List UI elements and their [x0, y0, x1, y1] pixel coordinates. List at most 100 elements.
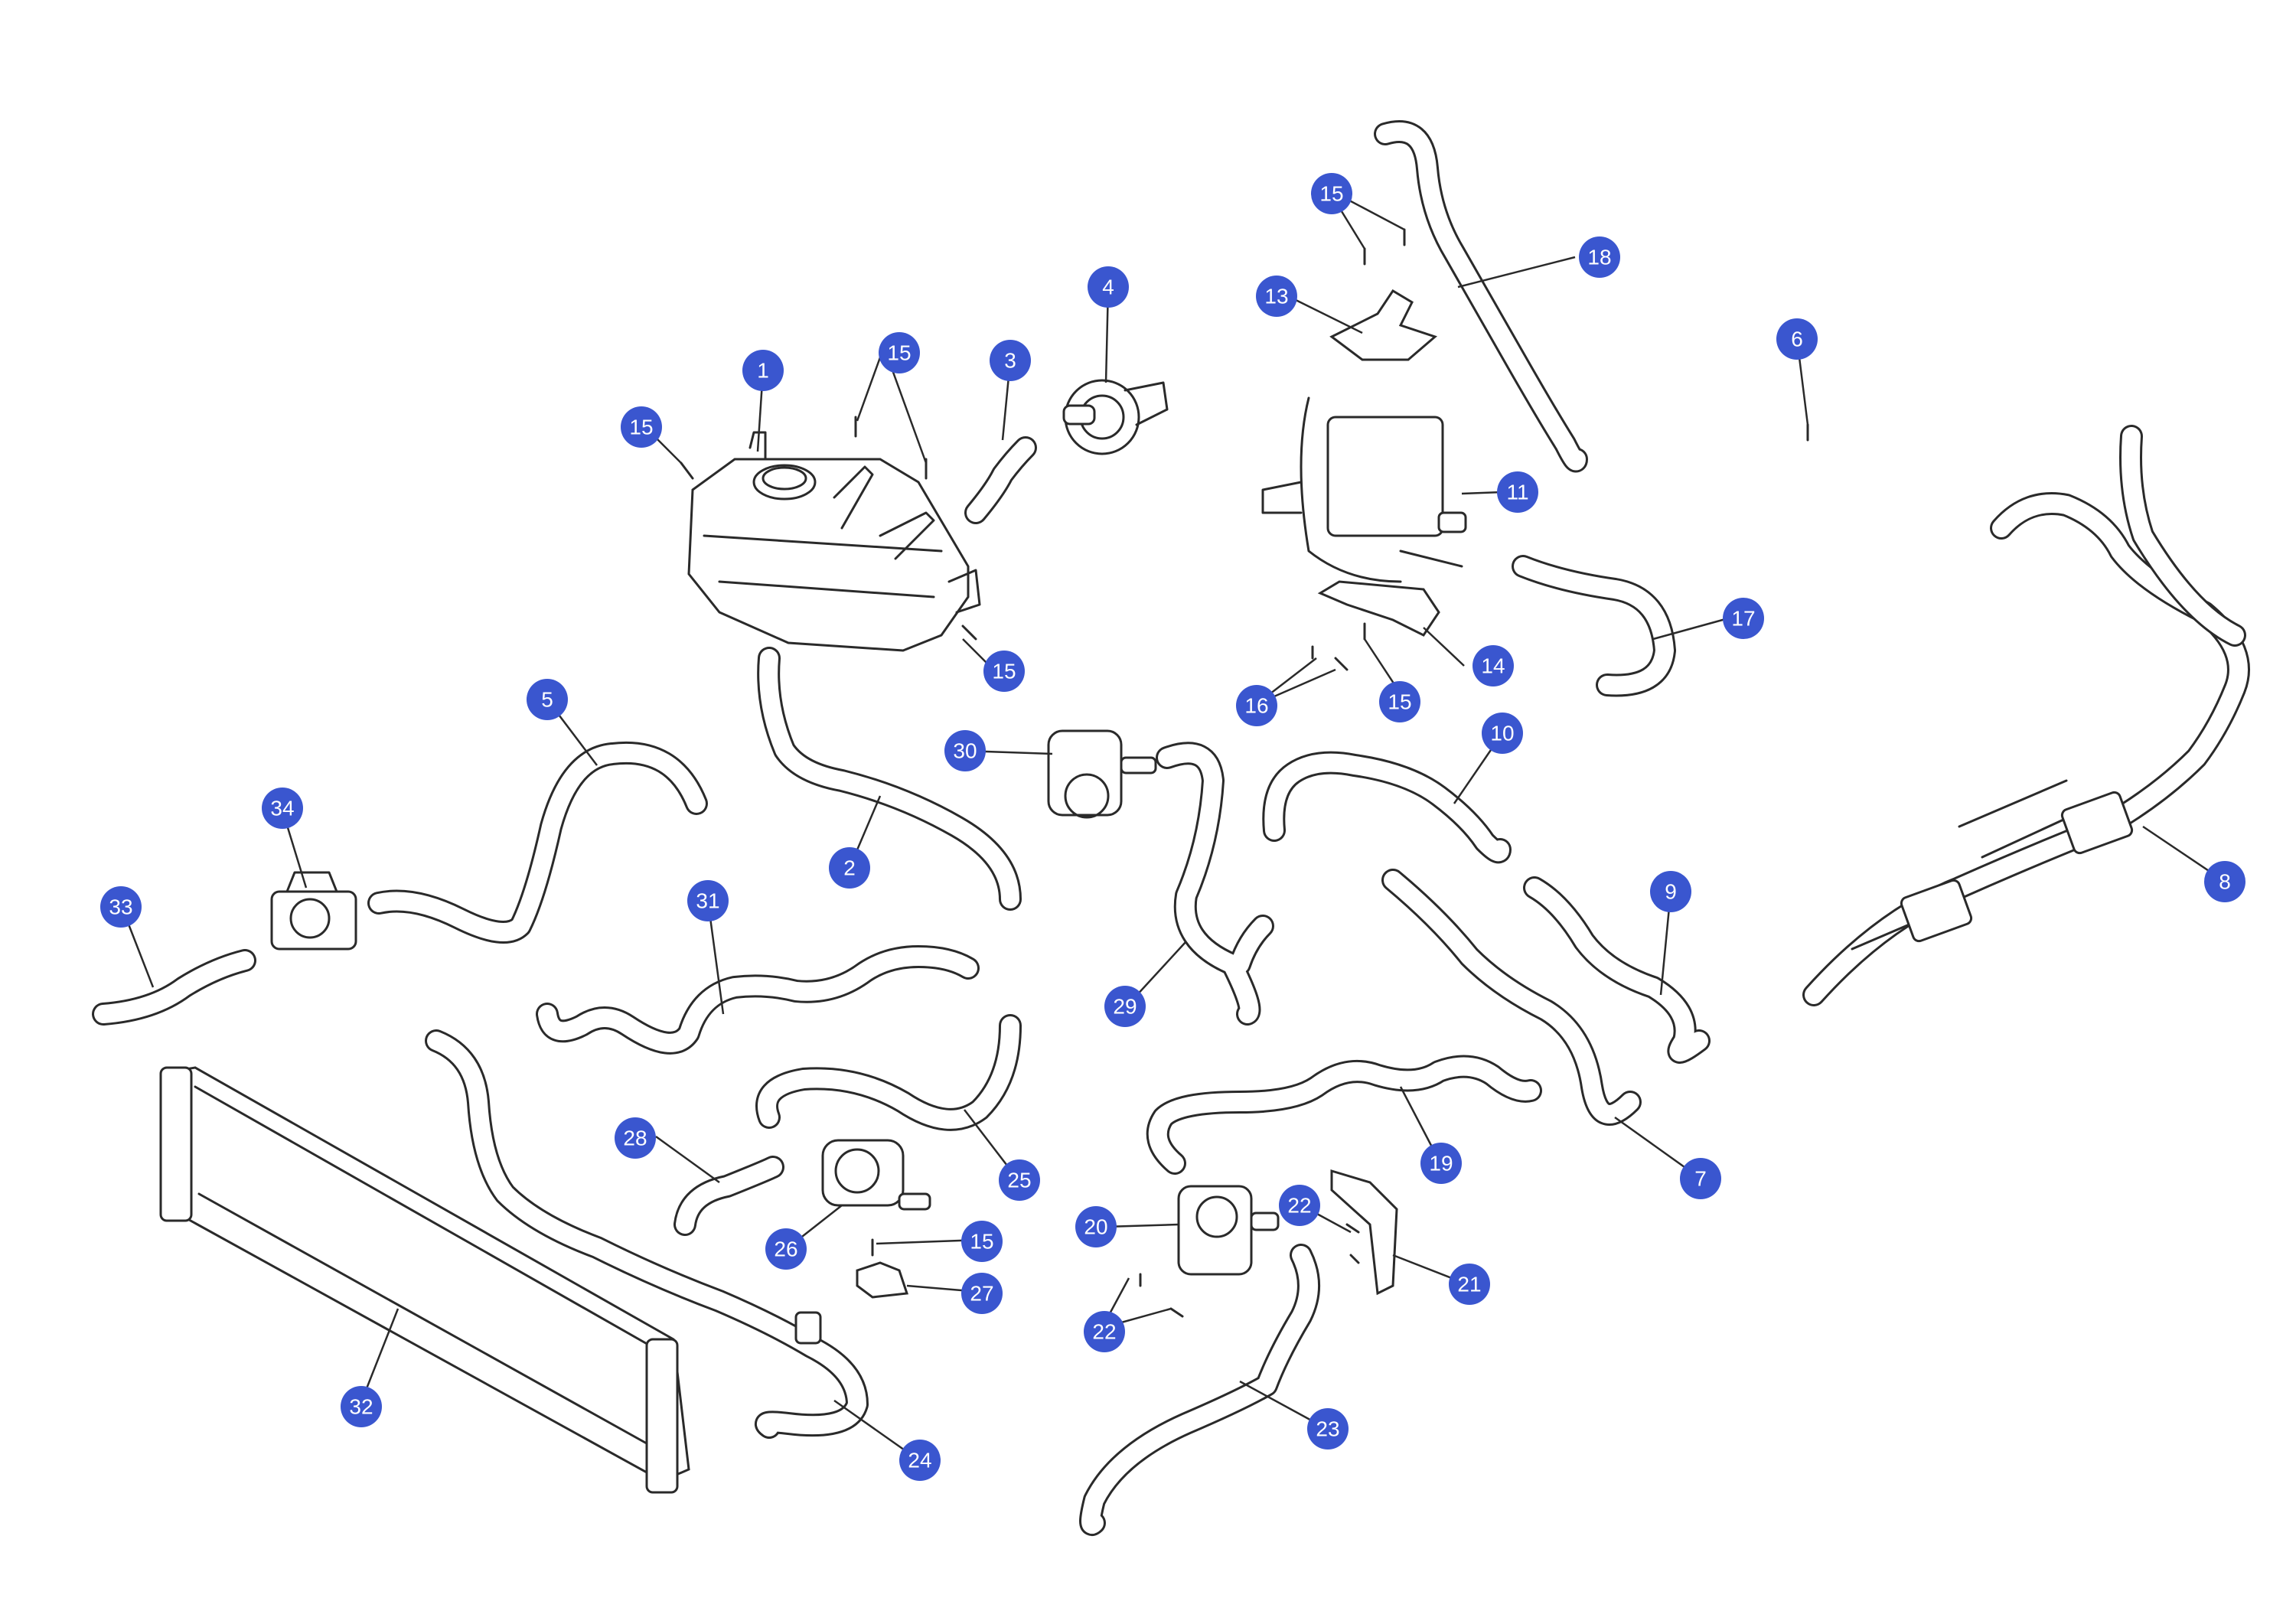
callout-label: 4	[1102, 276, 1114, 299]
callout-badge	[527, 679, 568, 720]
callout-label: 7	[1694, 1167, 1707, 1191]
callout-label: 10	[1490, 722, 1514, 745]
callout-badge	[879, 332, 920, 373]
callout-badge	[1379, 681, 1420, 722]
callouts: 1 2 3 4 5 6 7 8 9 10 11 13 14 15 15 15 1…	[100, 173, 2245, 1481]
callout-badge	[1279, 1185, 1320, 1226]
hose-17	[1512, 555, 1676, 697]
coolant-heater-11	[1261, 396, 1467, 583]
callout-badge	[1420, 1143, 1462, 1184]
callout-label: 18	[1587, 246, 1611, 269]
callout-5: 5	[527, 679, 568, 720]
callout-badge	[1723, 598, 1764, 639]
callout-badge	[990, 340, 1031, 381]
callout-15-c: 15	[983, 651, 1025, 692]
callout-label: 3	[1004, 349, 1016, 373]
callout-label: 17	[1731, 607, 1755, 631]
callout-badge	[1680, 1158, 1721, 1199]
callout-28: 28	[615, 1117, 656, 1159]
electric-coolant-pump-20	[1177, 1185, 1280, 1276]
callout-badge	[2204, 861, 2245, 902]
callout-badge	[1084, 1311, 1125, 1352]
callout-badge	[1579, 236, 1620, 278]
callout-8: 8	[2204, 861, 2245, 902]
callout-label: 29	[1113, 995, 1137, 1019]
callout-23: 23	[1307, 1408, 1349, 1450]
hose-23	[1079, 1244, 1320, 1536]
callout-badge	[1776, 318, 1818, 360]
callout-badge	[621, 406, 662, 448]
callout-badge	[1104, 986, 1146, 1027]
radiator-32	[159, 1066, 690, 1494]
callout-26: 26	[765, 1228, 807, 1270]
callout-label: 26	[774, 1238, 797, 1261]
callout-badge	[1449, 1264, 1490, 1305]
callout-label: 19	[1429, 1152, 1453, 1176]
hose-25	[755, 1014, 1022, 1131]
callout-badge	[899, 1440, 941, 1481]
coolant-reservoir	[687, 431, 981, 652]
callout-15-a: 15	[879, 332, 920, 373]
electric-coolant-pump-26	[821, 1139, 931, 1211]
callout-label: 28	[623, 1127, 647, 1150]
callout-label: 22	[1287, 1194, 1311, 1218]
callout-label: 15	[887, 341, 911, 365]
callout-17: 17	[1723, 598, 1764, 639]
callout-badge	[1473, 645, 1514, 686]
callout-label: 15	[992, 660, 1016, 683]
hose-18	[1374, 120, 1588, 473]
callout-24: 24	[899, 1440, 941, 1481]
callout-label: 24	[908, 1449, 931, 1472]
callout-badge	[1482, 713, 1523, 754]
callout-label: 1	[757, 359, 769, 383]
callout-16: 16	[1236, 685, 1277, 726]
callout-7: 7	[1680, 1158, 1721, 1199]
callout-21: 21	[1449, 1264, 1490, 1305]
callout-label: 16	[1244, 694, 1268, 718]
callout-10: 10	[1482, 713, 1523, 754]
callout-20: 20	[1075, 1206, 1117, 1247]
callout-22-b: 22	[1084, 1311, 1125, 1352]
callout-badge	[1256, 276, 1297, 317]
callout-label: 25	[1007, 1169, 1031, 1192]
bracket-27	[856, 1261, 909, 1299]
callout-label: 27	[970, 1282, 993, 1306]
callout-32: 32	[341, 1386, 382, 1427]
callout-27: 27	[961, 1273, 1003, 1314]
hose-9	[1523, 876, 1711, 1064]
callout-label: 5	[541, 688, 553, 712]
callout-15-e: 15	[1379, 681, 1420, 722]
callout-25: 25	[999, 1159, 1040, 1201]
callout-22-a: 22	[1279, 1185, 1320, 1226]
hose-3	[964, 436, 1037, 524]
callout-label: 23	[1316, 1417, 1339, 1441]
callout-14: 14	[1473, 645, 1514, 686]
bolts	[680, 228, 1809, 1318]
hose-29	[1156, 742, 1274, 1026]
callout-badge	[1650, 871, 1691, 912]
callout-badge	[961, 1221, 1003, 1262]
callout-13: 13	[1256, 276, 1297, 317]
callout-badge	[100, 886, 142, 928]
callout-29: 29	[1104, 986, 1146, 1027]
callout-19: 19	[1420, 1143, 1462, 1184]
callout-label: 15	[629, 416, 653, 439]
hose-7	[1381, 869, 1642, 1126]
callout-badge	[983, 651, 1025, 692]
hose-28	[673, 1156, 784, 1236]
callout-badge	[687, 880, 729, 921]
callout-label: 9	[1665, 880, 1677, 904]
hose-19	[1146, 1055, 1542, 1175]
callout-label: 22	[1092, 1320, 1116, 1344]
callout-label: 34	[270, 797, 294, 820]
callout-30: 30	[944, 730, 986, 771]
callout-badge	[262, 788, 303, 829]
callout-badge	[1075, 1206, 1117, 1247]
bracket-14	[1317, 580, 1440, 637]
callout-15-b: 15	[621, 406, 662, 448]
callout-badge	[341, 1386, 382, 1427]
hose-24	[425, 1029, 869, 1439]
callout-label: 8	[2219, 870, 2231, 894]
callout-label: 15	[1319, 182, 1343, 206]
